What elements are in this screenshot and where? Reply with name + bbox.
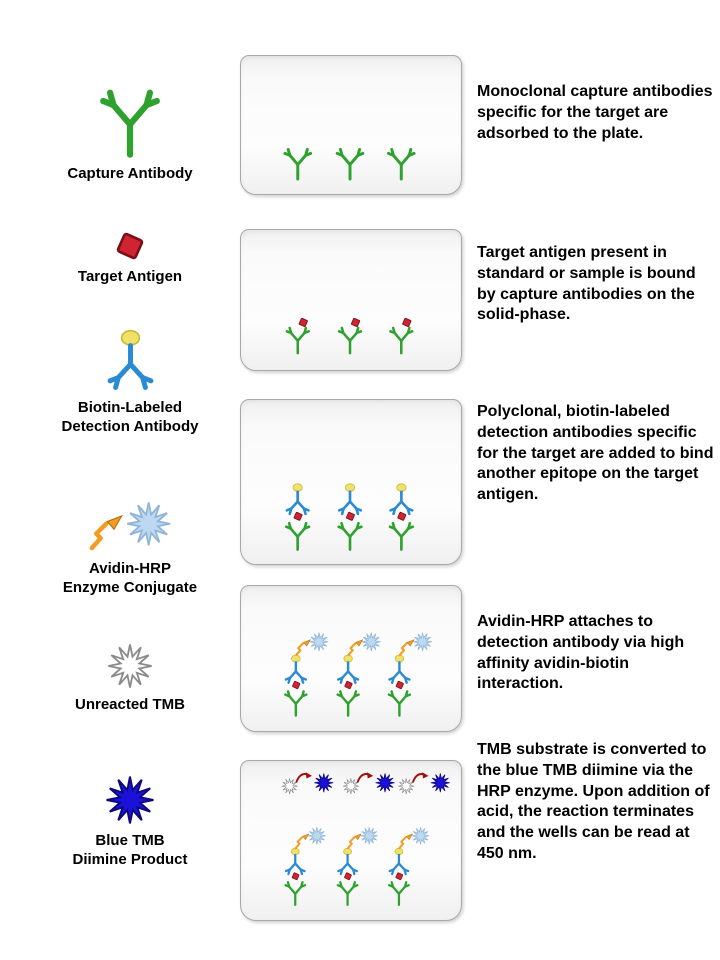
sandwich-avidin-complex <box>338 827 378 905</box>
sandwich-complex <box>339 484 362 550</box>
legend-item-capture-antibody: Capture Antibody <box>24 87 236 183</box>
step-2-description: Target antigen present in standard or sa… <box>477 244 696 324</box>
tmb-conversion-icon <box>282 772 333 794</box>
sandwich-avidin-complex <box>285 633 328 716</box>
well-step-1-content <box>283 147 416 181</box>
unreacted-tmb-icon <box>107 643 153 689</box>
legend-item-detection-antibody: Biotin-Labeled Detection Antibody <box>24 329 236 436</box>
capture-antibody-icon <box>386 147 416 181</box>
sandwich-avidin-complex <box>389 827 429 905</box>
legend-label-target-antigen: Target Antigen <box>77 268 183 285</box>
capture-antibody-icon <box>283 147 313 181</box>
step-1-description: Monoclonal capture antibodies specific f… <box>477 83 713 142</box>
well-step-5 <box>240 760 462 921</box>
legend-label-blue-tmb: Blue TMB Diimine Product <box>72 832 188 869</box>
capture-antibody-icon <box>335 147 365 181</box>
legend-label-unreacted-tmb: Unreacted TMB <box>74 696 186 713</box>
sandwich-avidin-complex <box>338 633 381 716</box>
step-4-description: Avidin-HRP attaches to detection antibod… <box>477 613 685 693</box>
step-3-description: Polyclonal, biotin-labeled detection ant… <box>477 403 714 504</box>
sandwich-complex <box>286 484 309 550</box>
sandwich-complex <box>390 484 413 550</box>
well-step-2 <box>240 229 462 371</box>
blue-tmb-icon <box>105 775 155 825</box>
well-step-4-content <box>241 586 461 731</box>
legend-item-unreacted-tmb: Unreacted TMB <box>24 642 236 714</box>
capture-antibody-icon <box>97 87 163 159</box>
tmb-conversion-icon <box>343 772 394 794</box>
well-step-1 <box>240 55 462 195</box>
sandwich-avidin-complex <box>389 633 432 716</box>
well-step-4 <box>240 585 462 732</box>
capture-antigen-complex <box>339 318 361 353</box>
well-step-2-content <box>241 230 461 370</box>
avidin-hrp-icon <box>84 501 171 554</box>
well-step-3 <box>240 399 462 565</box>
target-antigen-icon <box>116 232 144 260</box>
detection-antibody-icon <box>104 329 157 393</box>
capture-antigen-complex <box>390 318 412 353</box>
legend-item-avidin-hrp: Avidin-HRP Enzyme Conjugate <box>24 500 236 597</box>
legend-label-avidin-hrp: Avidin-HRP Enzyme Conjugate <box>62 560 198 597</box>
legend-label-capture-antibody: Capture Antibody <box>67 165 193 182</box>
sandwich-avidin-complex <box>285 827 325 905</box>
legend-item-blue-tmb: Blue TMB Diimine Product <box>24 774 236 869</box>
well-step-5-content <box>241 761 461 920</box>
step-5-description: TMB substrate is converted to the blue T… <box>477 741 710 862</box>
capture-antigen-complex <box>287 318 309 353</box>
legend-item-target-antigen: Target Antigen <box>24 230 236 286</box>
well-step-3-content <box>241 400 461 564</box>
tmb-conversion-icon <box>398 772 449 794</box>
legend-label-detection-antibody: Biotin-Labeled Detection Antibody <box>61 399 199 436</box>
